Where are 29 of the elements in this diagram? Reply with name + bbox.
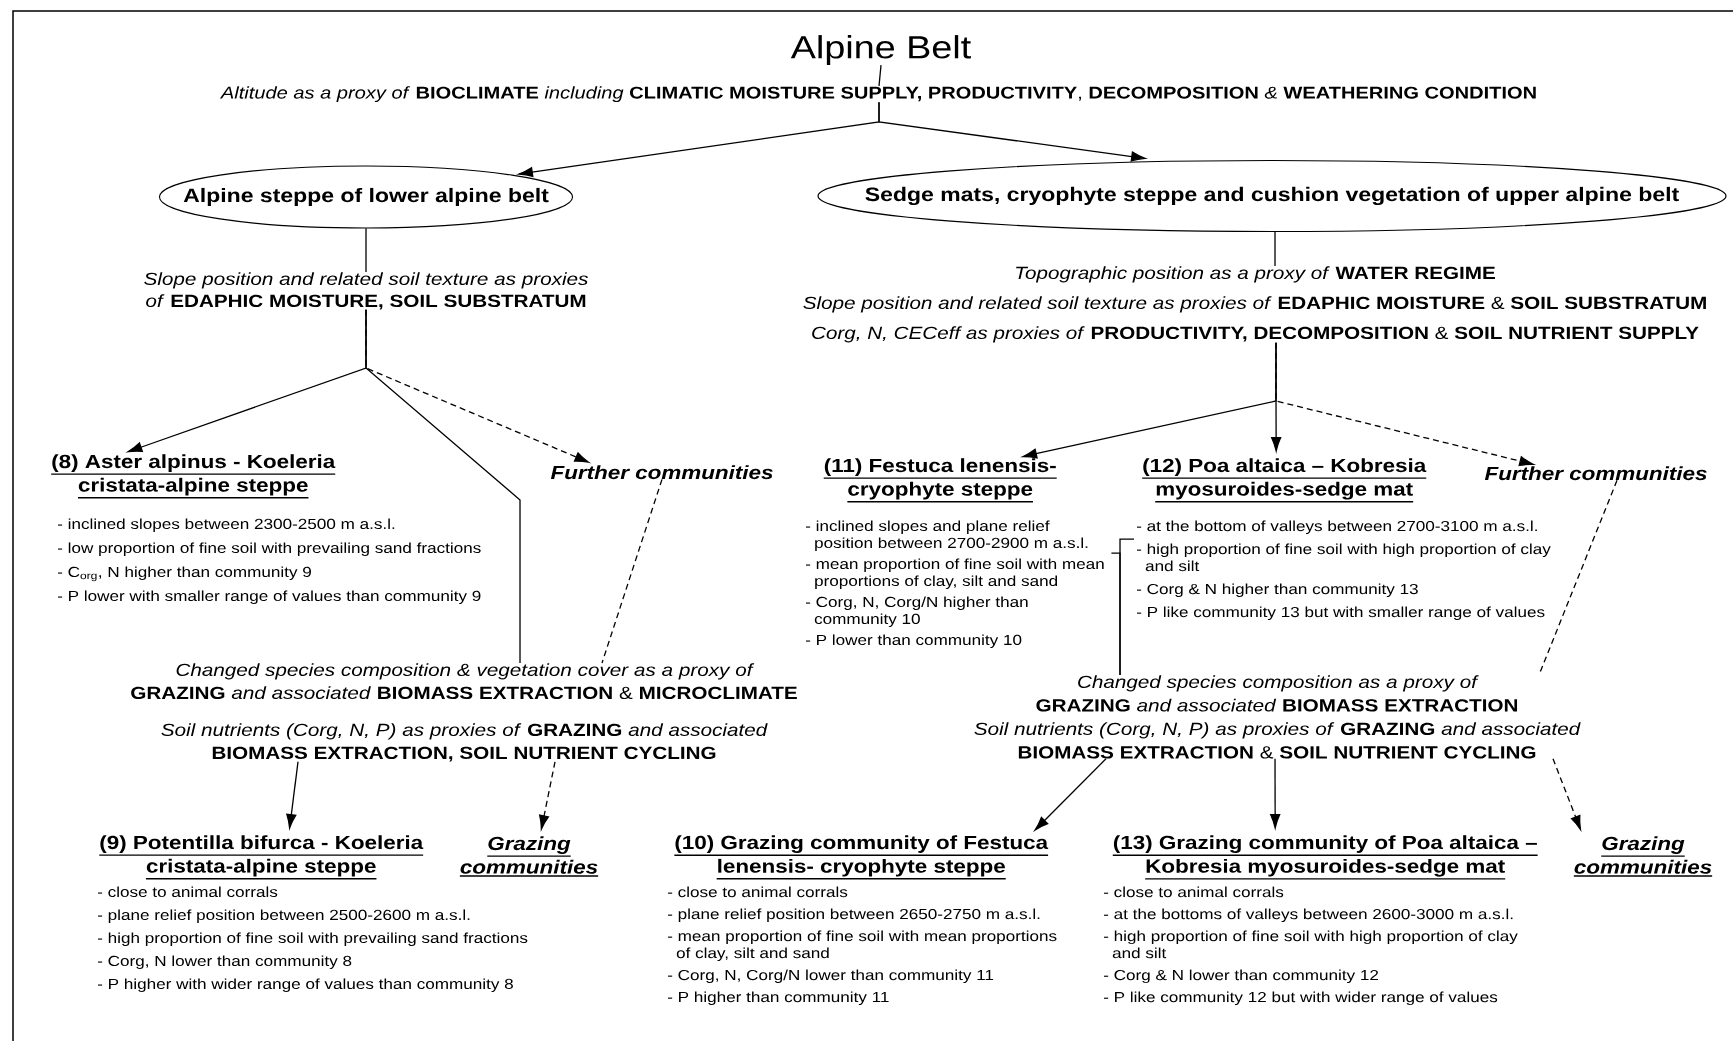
proxy-text: Changed species composition as a proxy of GRAZING and associated BIOMASS EXTRACTION Soil nutrients (Corg, N, P) as proxies of GRAZING and associated BIOMASS EXTRACTION & SOIL NUTRIENT CYCLING — [974, 675, 1581, 759]
connector-line — [365, 227, 367, 273]
proxy-text: Changed species composition & vegetation cover as a proxy of GRAZING and associated BIOMASS EXTRACTION & MICROCLIMATE Soil nutrients (Corg, N, P) as proxies of GRAZING and associated BIOMASS EXTRACTION, SOIL NUTRIENT CYCLING — [131, 663, 797, 762]
connector-line — [878, 64, 882, 87]
arrow — [1275, 342, 1534, 467]
community-label: Grazing communities — [1573, 836, 1713, 877]
community-description: (8) Aster alpinus - Koeleria cristata-alpine steppe - inclined slopes between 2300-2500 m a.s.l. - low proportion of fine soil with prevailing sand fractions - C$_{org}$, N higher than community 9 - P lower with smaller range of values than community 9 — [50, 454, 481, 604]
proxy-text: Topographic position as a proxy of WATER REGIME Slope position and related soil texture as proxies of EDAPHIC MOISTURE & SOIL SUBSTRATUM Corg, N, CECeff as proxies of PRODUCTIVITY, DECOMPOSITION & SOIL NUTRIENT SUPPLY — [803, 266, 1706, 343]
arrow — [286, 761, 299, 829]
arrow — [1552, 758, 1582, 831]
proxy-text: Slope position and related soil texture as proxies of EDAPHIC MOISTURE, SOIL SUBSTRATUM — [144, 272, 588, 310]
title: Alpine Belt — [790, 35, 971, 65]
ellipse-node: Alpine steppe of lower alpine belt — [158, 165, 574, 229]
community-label: Further communities — [550, 465, 773, 480]
connector-line — [1274, 231, 1276, 267]
community-label: Grazing communities — [459, 836, 599, 877]
community-description: (13) Grazing community of Poa altaica – Kobresia myosuroides-sedge mat - close to animal corrals - at the bottoms of valleys between 2600-3000 m a.s.l. - high proportion of fine soil with high proportion of clay and silt - Corg & N lower than community 12 - P like community 12 but with wider range of values — [1103, 835, 1539, 1006]
community-label: Further communities — [1484, 466, 1707, 481]
arrow — [1270, 758, 1281, 829]
community-description: (11) Festuca lenensis- cryophyte steppe - inclined slopes and plane relief position between 2700-2900 m a.s.l. - mean proportion of fine soil with mean proportions of clay, silt and sand - Corg, N, Corg/N higher than community 10 - P lower than community 10 — [805, 458, 1104, 648]
arrow — [878, 101, 1146, 162]
connector-line — [601, 478, 663, 664]
ellipse-node: Sedge mats, cryophyte steppe and cushion vegetation of upper alpine belt — [817, 159, 1727, 233]
proxy-text: Altitude as a proxy of BIOCLIMATE including CLIMATIC MOISTURE SUPPLY, PRODUCTIVITY, DECOMPOSITION & WEATHERING CONDITION — [219, 86, 1536, 103]
arrow — [1034, 758, 1107, 831]
arrow — [539, 761, 556, 830]
connector-line — [1119, 538, 1135, 676]
connector-line — [365, 309, 521, 664]
community-description: (10) Grazing community of Festuca lenensis- cryophyte steppe - close to animal corrals - plane relief position between 2650-2750 m a.s.l. - mean proportion of fine soil with mean proportions of clay, silt and sand - Corg, N, Corg/N lower than community 11 - P higher than community 11 — [667, 835, 1057, 1005]
